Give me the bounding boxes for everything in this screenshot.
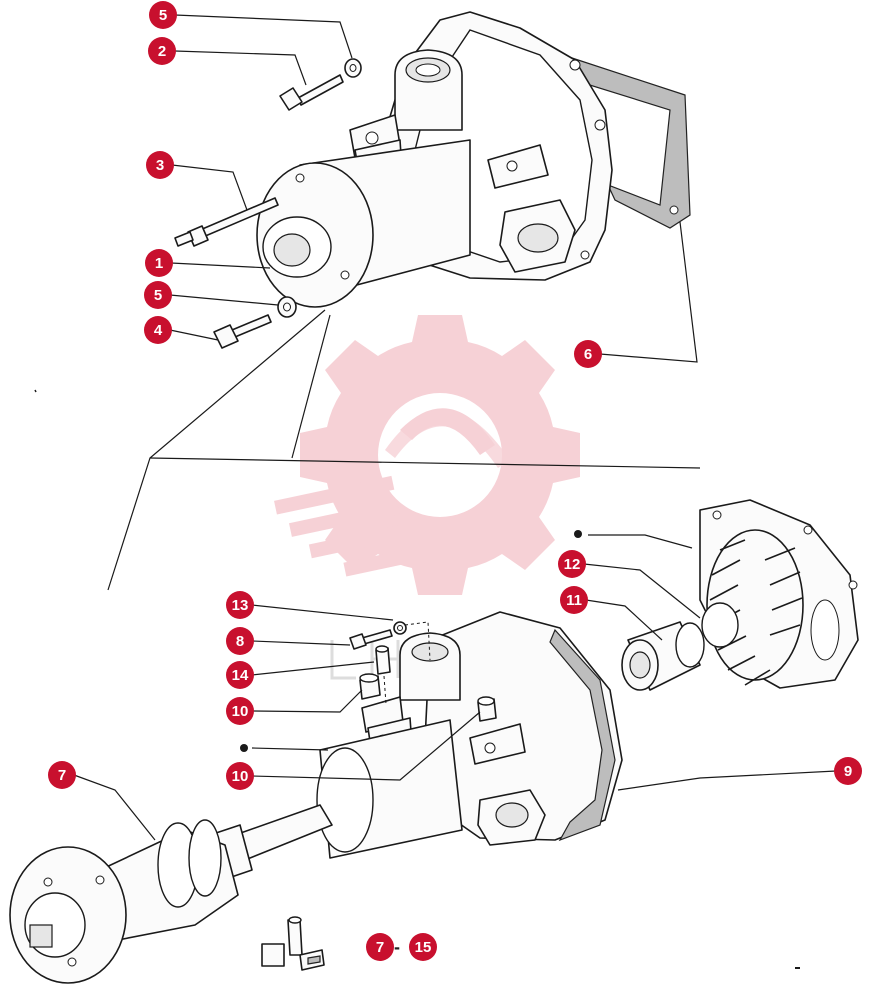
callout-14: 14 bbox=[226, 661, 254, 689]
callout-label: 3 bbox=[156, 157, 164, 174]
callout-5: 5 bbox=[149, 1, 177, 29]
callout-circle bbox=[144, 281, 172, 309]
callout-circle bbox=[226, 762, 254, 790]
callout-circle bbox=[366, 933, 394, 961]
callout-label: 7 bbox=[376, 939, 384, 956]
callout-label: 6 bbox=[584, 346, 592, 363]
callout-6: 6 bbox=[574, 340, 602, 368]
callout-label: 9 bbox=[844, 763, 852, 780]
reference-dot-lower bbox=[240, 744, 248, 752]
callout-7: 7 bbox=[366, 933, 394, 961]
callout-circle bbox=[149, 1, 177, 29]
callout-circle bbox=[560, 586, 588, 614]
leader-lines bbox=[73, 14, 837, 841]
callout-circle bbox=[834, 757, 862, 785]
callout-7: 7 bbox=[48, 761, 76, 789]
projection-lines bbox=[107, 309, 701, 591]
kit-reference-separator: - bbox=[394, 937, 400, 957]
callout-13: 13 bbox=[226, 591, 254, 619]
gear-logo-watermark bbox=[274, 315, 580, 680]
callout-label: 10 bbox=[232, 768, 249, 785]
plug-b bbox=[477, 696, 497, 722]
callout-circle bbox=[226, 661, 254, 689]
bolt-lower bbox=[213, 314, 272, 349]
callout-label: 14 bbox=[232, 667, 249, 684]
callout-circle bbox=[574, 340, 602, 368]
callout-circle bbox=[148, 37, 176, 65]
reference-dot-upper bbox=[574, 530, 582, 538]
pump-housing-assembly-bottom bbox=[316, 499, 859, 859]
callout-12: 12 bbox=[558, 550, 586, 578]
callout-label: 5 bbox=[154, 287, 162, 304]
callout-9: 9 bbox=[834, 757, 862, 785]
callout-10: 10 bbox=[226, 762, 254, 790]
callout-10: 10 bbox=[226, 697, 254, 725]
callout-circle bbox=[144, 316, 172, 344]
pump-housing-assembly-top bbox=[174, 11, 691, 349]
callout-circle bbox=[226, 591, 254, 619]
callout-label: 4 bbox=[154, 322, 163, 339]
callout-label: 10 bbox=[232, 703, 249, 720]
bolt-small bbox=[349, 629, 393, 650]
impeller bbox=[701, 529, 804, 686]
plug-a bbox=[359, 673, 381, 700]
bolt-short bbox=[279, 74, 344, 111]
callout-4: 4 bbox=[144, 316, 172, 344]
callout-circle bbox=[409, 933, 437, 961]
callout-3: 3 bbox=[146, 151, 174, 179]
callout-label: 12 bbox=[564, 556, 581, 573]
callout-label: 11 bbox=[566, 592, 582, 609]
callout-circle bbox=[226, 697, 254, 725]
callout-circle bbox=[558, 550, 586, 578]
stud-long bbox=[174, 197, 279, 247]
callout-circle bbox=[145, 249, 173, 277]
callout-circle bbox=[146, 151, 174, 179]
callout-label: 8 bbox=[236, 633, 244, 650]
callout-label: 7 bbox=[58, 767, 66, 784]
callout-11: 11 bbox=[560, 586, 588, 614]
housing-gasket bbox=[571, 57, 691, 229]
grease-nipple bbox=[375, 645, 391, 675]
mechanical-seal bbox=[621, 621, 705, 691]
shaft-pulley-assembly bbox=[9, 804, 333, 984]
callout-15: 15 bbox=[409, 933, 437, 961]
callout-1: 1 bbox=[145, 249, 173, 277]
kit-components bbox=[261, 916, 325, 971]
callout-label: 5 bbox=[159, 7, 167, 24]
callout-circle bbox=[48, 761, 76, 789]
callout-2: 2 bbox=[148, 37, 176, 65]
callout-8: 8 bbox=[226, 627, 254, 655]
callout-label: 13 bbox=[232, 597, 249, 614]
pump-shaft bbox=[234, 804, 333, 861]
callout-5: 5 bbox=[144, 281, 172, 309]
callout-label: 1 bbox=[155, 255, 163, 272]
callout-circle bbox=[226, 627, 254, 655]
callout-label: 15 bbox=[415, 939, 432, 956]
callout-label: 2 bbox=[158, 43, 166, 60]
